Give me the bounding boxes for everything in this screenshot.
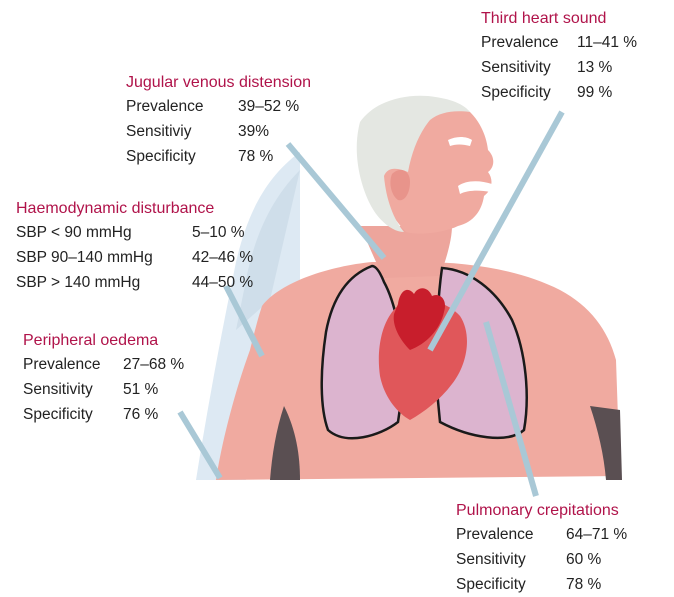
row-value: 44–50 % [192, 270, 253, 295]
jugular-venous-distension-title: Jugular venous distension [126, 74, 311, 92]
row-value: 11–41 % [577, 30, 637, 55]
haemodynamic-disturbance-title: Haemodynamic disturbance [16, 200, 253, 218]
row-value: 60 % [566, 547, 627, 572]
row-label: Sensitivity [23, 377, 123, 402]
row-label: Specificity [23, 402, 123, 427]
row-label: Prevalence [456, 522, 566, 547]
third-heart-sound-title: Third heart sound [481, 10, 637, 28]
row-label: Specificity [481, 80, 577, 105]
row-label: Sensitiviy [126, 119, 238, 144]
row-label: Specificity [126, 144, 238, 169]
row-value: 78 % [238, 144, 299, 169]
peripheral-oedema-title: Peripheral oedema [23, 332, 184, 350]
row-label: Prevalence [126, 94, 238, 119]
row-label: Specificity [456, 572, 566, 597]
row-value: 42–46 % [192, 245, 253, 270]
row-value: 39% [238, 119, 299, 144]
row-value: 39–52 % [238, 94, 299, 119]
row-label: Prevalence [481, 30, 577, 55]
row-value: 99 % [577, 80, 637, 105]
row-value: 76 % [123, 402, 184, 427]
row-label: Sensitivity [456, 547, 566, 572]
row-value: 5–10 % [192, 220, 253, 245]
row-value: 64–71 % [566, 522, 627, 547]
row-value: 78 % [566, 572, 627, 597]
row-label: SBP 90–140 mmHg [16, 245, 192, 270]
row-label: Sensitivity [481, 55, 577, 80]
row-label: SBP < 90 mmHg [16, 220, 192, 245]
row-label: Prevalence [23, 352, 123, 377]
row-value: 51 % [123, 377, 184, 402]
row-value: 13 % [577, 55, 637, 80]
row-value: 27–68 % [123, 352, 184, 377]
row-label: SBP > 140 mmHg [16, 270, 192, 295]
pulmonary-crepitations-title: Pulmonary crepitations [456, 502, 627, 520]
